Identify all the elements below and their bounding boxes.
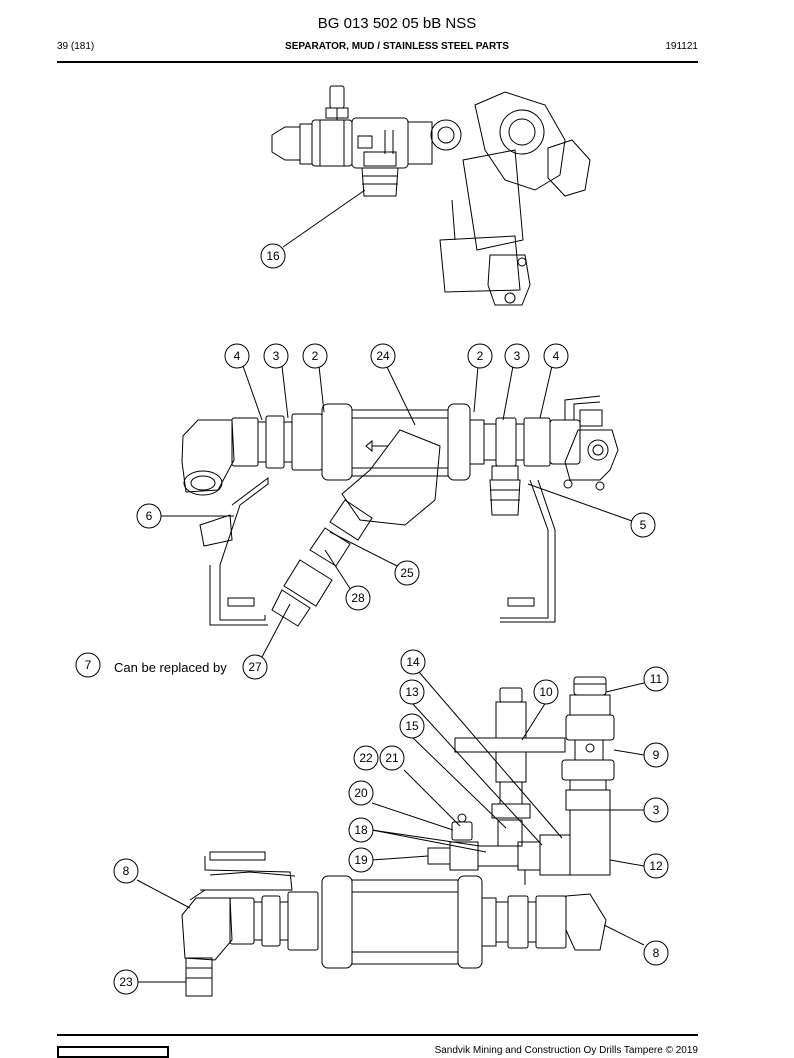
svg-text:16: 16 [266,249,280,263]
top-assembly-drawing [271,85,591,306]
callout-20: 20 [348,780,374,806]
callout-8-right: 8 [643,940,669,966]
bottom-assembly-drawing [181,676,615,997]
svg-text:3: 3 [653,803,660,817]
callout-2-right: 2 [467,343,493,369]
svg-text:11: 11 [650,672,663,686]
svg-text:6: 6 [146,509,153,523]
svg-text:10: 10 [539,685,553,699]
callout-25: 25 [394,560,420,586]
footer-copyright: Sandvik Mining and Construction Oy Drill… [434,1045,698,1056]
callout-27: 27 [242,654,268,680]
callout-13: 13 [399,679,425,705]
svg-text:8: 8 [123,864,130,878]
callout-5: 5 [630,512,656,538]
svg-text:24: 24 [376,349,390,363]
svg-text:15: 15 [405,719,419,733]
callout-22: 22 [353,745,379,771]
callout-24: 24 [370,343,396,369]
svg-text:14: 14 [406,655,420,669]
svg-text:23: 23 [119,975,133,989]
callout-12: 12 [643,853,669,879]
svg-text:2: 2 [312,349,319,363]
document-code: 191121 [665,41,698,52]
svg-text:8: 8 [653,946,660,960]
callout-8-left: 8 [113,858,139,884]
callout-10: 10 [533,679,559,705]
callout-21: 21 [379,745,405,771]
svg-text:4: 4 [553,349,560,363]
section-title: SEPARATOR, MUD / STAINLESS STEEL PARTS [285,41,509,52]
callout-14: 14 [400,649,426,675]
leader-lines [136,189,645,983]
svg-text:4: 4 [234,349,241,363]
callout-2-left: 2 [302,343,328,369]
callout-9: 9 [643,742,669,768]
callout-23: 23 [113,969,139,995]
callout-11: 11 [643,666,669,692]
callouts: 16 4 3 2 24 2 3 4 6 5 25 28 7 27 14 11 1… [75,243,669,995]
callout-16: 16 [260,243,286,269]
callout-19: 19 [348,847,374,873]
callout-15: 15 [399,713,425,739]
callout-3-right: 3 [504,343,530,369]
svg-text:28: 28 [351,591,365,605]
footer-logo [57,1046,169,1058]
callout-4-left: 4 [224,343,250,369]
middle-assembly-drawing [181,395,619,627]
callout-3-left: 3 [263,343,289,369]
header-rule [57,61,698,63]
callout-7: 7 [75,652,101,678]
callout-18: 18 [348,817,374,843]
replacement-note: Can be replaced by [114,660,227,675]
svg-text:2: 2 [477,349,484,363]
svg-text:5: 5 [640,518,647,532]
callout-3-bottom: 3 [643,797,669,823]
footer-rule [57,1034,698,1036]
svg-text:13: 13 [405,685,419,699]
page-number: 39 (181) [57,41,95,52]
svg-text:9: 9 [653,748,660,762]
callout-28: 28 [345,585,371,611]
callout-6: 6 [136,503,162,529]
svg-text:3: 3 [273,349,280,363]
svg-text:12: 12 [649,859,663,873]
svg-text:22: 22 [359,751,373,765]
svg-text:7: 7 [85,658,92,672]
svg-text:25: 25 [400,566,414,580]
svg-text:21: 21 [385,751,399,765]
svg-text:20: 20 [354,786,368,800]
svg-text:18: 18 [354,823,368,837]
svg-text:19: 19 [354,853,368,867]
svg-text:3: 3 [514,349,521,363]
svg-text:27: 27 [248,660,262,674]
document-title: BG 013 502 05 bB NSS [317,15,477,32]
callout-4-right: 4 [543,343,569,369]
